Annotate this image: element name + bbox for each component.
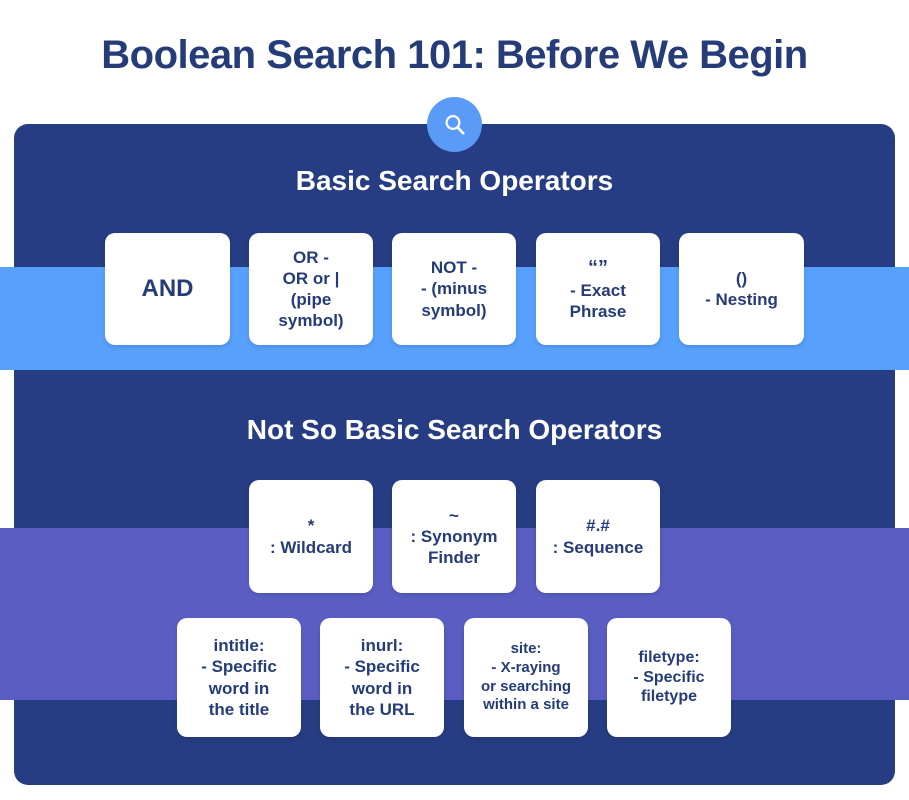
- search-icon-badge: [427, 97, 482, 152]
- search-icon: [442, 112, 468, 138]
- operator-description: OR or | (pipe symbol): [278, 268, 344, 331]
- operator-symbol: intitle:: [213, 636, 265, 656]
- operator-card-not[interactable]: NOT - - (minus symbol): [392, 233, 516, 345]
- operator-symbol: ~: [449, 505, 459, 525]
- operator-symbol: NOT -: [430, 258, 478, 278]
- operator-description: - Specific word in the URL: [344, 657, 420, 719]
- operator-description: : Synonym Finder: [410, 526, 498, 568]
- page-title: Boolean Search 101: Before We Begin: [101, 33, 808, 77]
- operator-symbol: AND: [141, 275, 194, 303]
- operator-card-sequence[interactable]: #.# : Sequence: [536, 480, 660, 593]
- operator-symbol: site:: [510, 640, 542, 658]
- operator-card-or[interactable]: OR - OR or | (pipe symbol): [249, 233, 373, 345]
- operator-description: - Exact Phrase: [569, 281, 627, 322]
- operator-description: - Specific filetype: [633, 668, 705, 706]
- operator-description: - X-raying or searching within a site: [480, 658, 572, 714]
- operator-description: - Nesting: [705, 290, 778, 309]
- operator-symbol: inurl:: [360, 636, 404, 656]
- operator-description: : Sequence: [552, 537, 644, 557]
- operator-card-inurl[interactable]: inurl: - Specific word in the URL: [320, 618, 444, 737]
- operator-card-nesting[interactable]: () - Nesting: [679, 233, 804, 345]
- operator-card-exact-phrase[interactable]: “” - Exact Phrase: [536, 233, 660, 345]
- operator-card-and[interactable]: AND: [105, 233, 230, 345]
- operator-description: : Wildcard: [269, 537, 353, 557]
- operator-description: - (minus symbol): [420, 279, 488, 320]
- operator-card-filetype[interactable]: filetype: - Specific filetype: [607, 618, 731, 737]
- operator-symbol: #.#: [586, 516, 610, 536]
- operator-symbol: “”: [588, 256, 608, 279]
- section-heading-basic: Basic Search Operators: [295, 165, 614, 196]
- operator-description: - Specific word in the title: [201, 657, 277, 719]
- operator-symbol: (): [735, 268, 748, 288]
- operator-card-intitle[interactable]: intitle: - Specific word in the title: [177, 618, 301, 737]
- operator-card-synonym[interactable]: ~ : Synonym Finder: [392, 480, 516, 593]
- operator-symbol: *: [307, 516, 315, 536]
- section-heading-advanced: Not So Basic Search Operators: [246, 414, 663, 445]
- operator-symbol: filetype:: [638, 648, 700, 666]
- operator-card-wildcard[interactable]: * : Wildcard: [249, 480, 373, 593]
- operator-symbol: OR -: [293, 247, 329, 267]
- operator-card-site[interactable]: site: - X-raying or searching within a s…: [464, 618, 588, 737]
